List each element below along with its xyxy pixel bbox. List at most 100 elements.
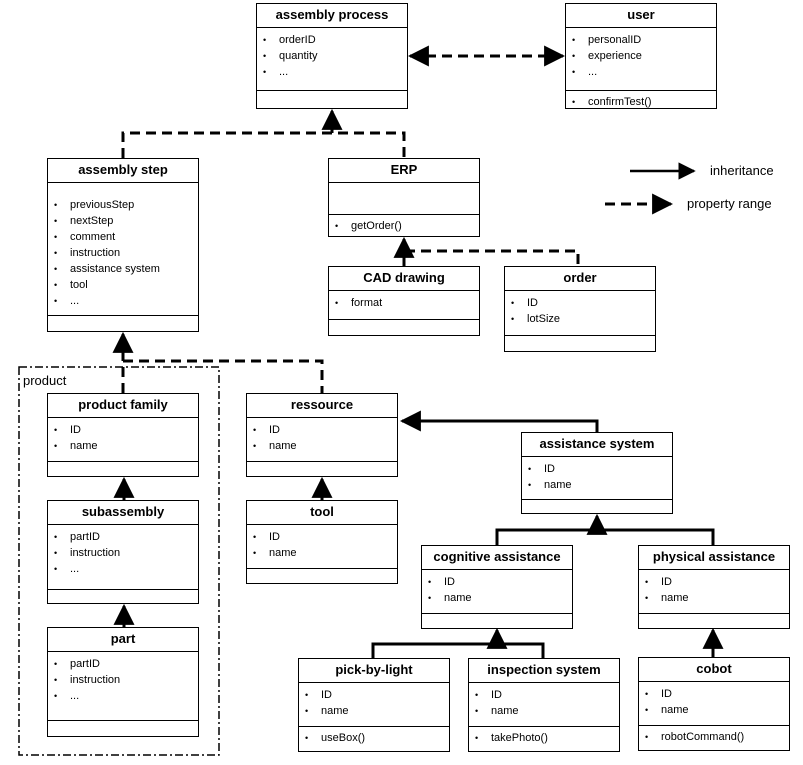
attribute-text: partID — [70, 658, 100, 670]
bullet-icon: • — [54, 425, 58, 435]
class-ressource[interactable]: ressource •ID•name — [246, 393, 398, 477]
attribute-item: •ID — [645, 686, 789, 702]
bullet-icon: • — [428, 577, 432, 587]
bullet-icon: • — [263, 51, 267, 61]
bullet-icon: • — [54, 232, 58, 242]
attribute-item: • partID — [54, 529, 198, 545]
attribute-list: •format — [329, 291, 479, 320]
class-assembly-step[interactable]: assembly step •previousStep•nextStep•com… — [47, 158, 199, 332]
attribute-item: •previousStep — [54, 197, 198, 213]
attribute-item: • name — [528, 477, 672, 493]
attribute-item: •... — [54, 293, 198, 309]
class-cobot[interactable]: cobot •ID•name •robotCommand() — [638, 657, 790, 751]
attribute-text: instruction — [70, 547, 121, 559]
attribute-item: •instruction — [54, 672, 198, 688]
attribute-item: •... — [263, 64, 407, 80]
attribute-list: •previousStep•nextStep•comment•instructi… — [48, 183, 198, 316]
class-product-family[interactable]: product family •ID•name — [47, 393, 199, 477]
attribute-item: •ID — [645, 574, 789, 590]
method-text: takePhoto() — [491, 732, 548, 744]
method-list — [422, 614, 572, 617]
class-subassembly[interactable]: subassembly •partID•instruction•... — [47, 500, 199, 604]
bullet-icon: • — [54, 296, 58, 306]
bullet-icon: • — [475, 690, 479, 700]
attribute-text: ID — [269, 424, 280, 436]
class-part[interactable]: part •partID•instruction•... — [47, 627, 199, 737]
attribute-list: •ID•name — [469, 683, 619, 727]
bullet-icon: • — [572, 51, 576, 61]
bullet-icon: • — [572, 97, 576, 107]
method-list — [505, 336, 655, 339]
attribute-list: •ID•name — [48, 418, 198, 462]
bullet-icon: • — [475, 733, 479, 743]
bullet-icon: • — [54, 248, 58, 258]
method-list — [247, 462, 397, 465]
product-package-label: product — [23, 373, 67, 388]
attribute-list: •ID • name — [522, 457, 672, 500]
method-text: confirmTest() — [588, 96, 652, 108]
bullet-icon: • — [54, 548, 58, 558]
bullet-icon: • — [54, 532, 58, 542]
bullet-icon: • — [645, 577, 649, 587]
bullet-icon: • — [54, 564, 58, 574]
connector-assistance-system-to-ressource — [399, 410, 599, 432]
attribute-text: ID — [527, 297, 538, 309]
attribute-item: •... — [572, 64, 716, 80]
bullet-icon: • — [572, 35, 576, 45]
attribute-text: name — [70, 440, 98, 452]
method-list: •getOrder() — [329, 215, 479, 234]
class-pick-by-light[interactable]: pick-by-light •ID•name •useBox() — [298, 658, 450, 752]
bullet-icon: • — [253, 532, 257, 542]
class-tool[interactable]: tool •ID•name — [246, 500, 398, 584]
bullet-icon: • — [54, 659, 58, 669]
class-title: tool — [247, 501, 397, 525]
attribute-text: name — [321, 705, 349, 717]
bullet-icon: • — [253, 425, 257, 435]
bullet-icon: • — [54, 691, 58, 701]
class-erp[interactable]: ERP •getOrder() — [328, 158, 480, 237]
attribute-item: •lotSize — [511, 311, 655, 327]
bullet-icon: • — [511, 298, 515, 308]
class-title: assembly step — [48, 159, 198, 183]
method-text: robotCommand() — [661, 731, 745, 743]
class-inspection-system[interactable]: inspection system •ID•name •takePhoto() — [468, 658, 620, 752]
class-order[interactable]: order • ID •lotSize — [504, 266, 656, 352]
class-cad-drawing[interactable]: CAD drawing •format — [328, 266, 480, 336]
attribute-list: •ID•name — [247, 525, 397, 569]
attribute-list: •ID•name — [422, 570, 572, 614]
attribute-list: •ID•name — [299, 683, 449, 727]
class-physical-assistance[interactable]: physical assistance •ID•name — [638, 545, 790, 629]
attribute-text: previousStep — [70, 199, 135, 211]
class-assistance-system[interactable]: assistance system •ID•name — [521, 432, 673, 514]
bullet-icon: • — [645, 732, 649, 742]
bullet-icon: • — [528, 480, 532, 490]
method-list — [522, 500, 672, 503]
attribute-text: personalID — [588, 34, 642, 46]
attribute-item: •name — [253, 545, 397, 561]
bullet-icon: • — [305, 706, 309, 716]
attribute-text: quantity — [279, 50, 318, 62]
class-title: ressource — [247, 394, 397, 418]
attribute-item: • ID — [253, 422, 397, 438]
connector-cad-order-to-erp — [402, 249, 580, 266]
attribute-item: •instruction — [54, 245, 198, 261]
attribute-item: •tool — [54, 277, 198, 293]
bullet-icon: • — [305, 690, 309, 700]
bullet-icon: • — [305, 733, 309, 743]
attribute-list: •personalID•experience•... — [566, 28, 716, 91]
class-title: pick-by-light — [299, 659, 449, 683]
attribute-item: •ID — [528, 461, 672, 477]
attribute-item: •format — [335, 295, 479, 311]
attribute-text: name — [544, 479, 572, 491]
class-user[interactable]: user •personalID•experience•... •confirm… — [565, 3, 717, 109]
attribute-list: •partID•instruction•... — [48, 652, 198, 721]
attribute-text: partID — [70, 531, 100, 543]
class-cognitive-assistance[interactable]: cognitive assistance •ID•name — [421, 545, 573, 629]
class-assembly-process[interactable]: assembly process •orderID•quantity•... — [256, 3, 408, 109]
attribute-text: ... — [279, 66, 289, 78]
attribute-item: •assistance system — [54, 261, 198, 277]
attribute-item: •comment — [54, 229, 198, 245]
class-title: order — [505, 267, 655, 291]
method-list — [48, 316, 198, 319]
